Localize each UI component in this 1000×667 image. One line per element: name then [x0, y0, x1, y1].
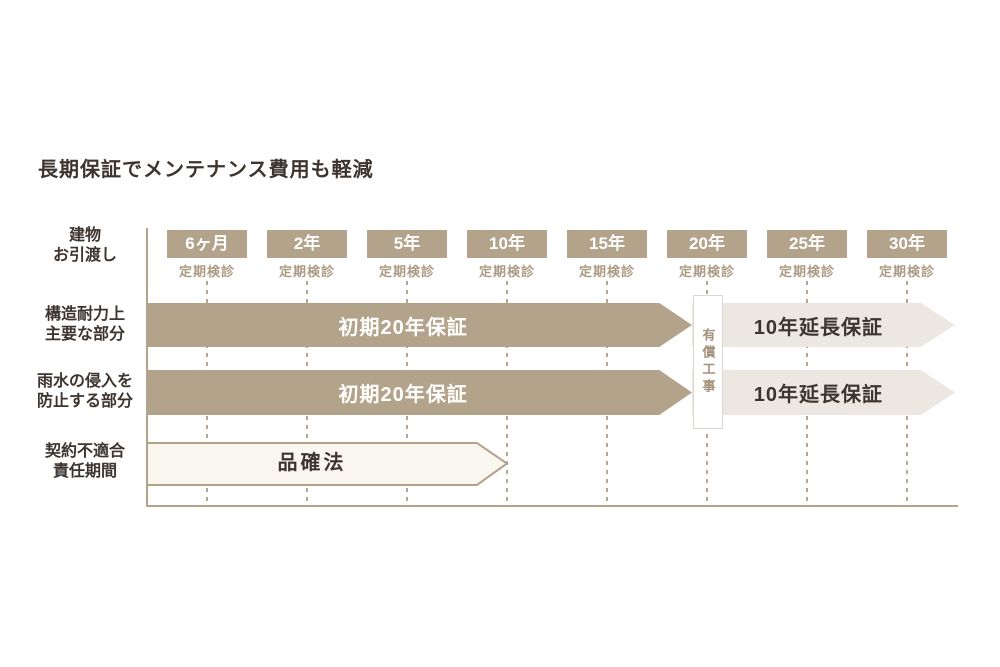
- checkup-label: 定期検診: [678, 264, 735, 279]
- initial-warranty-label: 初期20年保証: [338, 316, 468, 339]
- row-label-line: 防止する部分: [36, 393, 133, 410]
- row-label-line: 構造耐力上: [44, 306, 125, 323]
- row-label-line: お引渡し: [52, 247, 117, 264]
- row-label-line: 主要な部分: [44, 326, 125, 343]
- extended-warranty-label: 10年延長保証: [753, 316, 884, 339]
- milestone-badge-2years: 2年: [267, 230, 347, 258]
- paid-work-box: 有償工事: [693, 295, 723, 429]
- hinkakuho-label: 品確法: [277, 452, 347, 474]
- row-label-structural: 構造耐力上 主要な部分: [5, 305, 165, 345]
- initial-warranty-label: 初期20年保証: [338, 384, 468, 406]
- row-label-line: 建物: [68, 227, 101, 244]
- milestone-badge-6months: 6ヶ月: [167, 230, 247, 258]
- row-label-line: 契約不適合: [44, 443, 125, 460]
- checkup-label: 定期検診: [778, 264, 835, 279]
- row-label-line: 責任期間: [52, 463, 117, 480]
- initial-warranty-arrow-structural: 初期20年保証: [147, 303, 692, 347]
- milestone-badge-30years: 30年: [867, 230, 947, 258]
- extended-warranty-label: 10年延長保証: [753, 384, 884, 406]
- checkup-label: 定期検診: [878, 264, 935, 279]
- milestone-badge-15years: 15年: [567, 230, 647, 258]
- hinkakuho-arrow: [146, 442, 509, 486]
- row-label-rainwater: 雨水の侵入を 防止する部分: [5, 372, 165, 412]
- checkup-label: 定期検診: [178, 264, 235, 279]
- extended-warranty-arrow-rainwater: 10年延長保証: [692, 370, 955, 415]
- checkup-label: 定期検診: [278, 264, 335, 279]
- row-label-handover: 建物 お引渡し: [5, 226, 165, 266]
- initial-warranty-arrow-rainwater: 初期20年保証: [147, 370, 692, 415]
- row-label-line: 雨水の侵入を: [36, 373, 133, 390]
- extended-warranty-arrow-structural: 10年延長保証: [692, 303, 955, 347]
- page-title: 長期保証でメンテナンス費用も軽減: [38, 159, 374, 181]
- milestone-badge-20years: 20年: [667, 230, 747, 258]
- checkup-label: 定期検診: [378, 264, 435, 279]
- milestone-badge-25years: 25年: [767, 230, 847, 258]
- checkup-label: 定期検診: [478, 264, 535, 279]
- checkup-label: 定期検診: [578, 264, 635, 279]
- axis-horizontal-line: [146, 505, 958, 507]
- paid-work-label: 有償工事: [700, 328, 716, 396]
- row-label-liability: 契約不適合 責任期間: [5, 442, 165, 482]
- axis-vertical-line: [146, 228, 148, 507]
- milestone-badge-5years: 5年: [367, 230, 447, 258]
- milestone-badge-10years: 10年: [467, 230, 547, 258]
